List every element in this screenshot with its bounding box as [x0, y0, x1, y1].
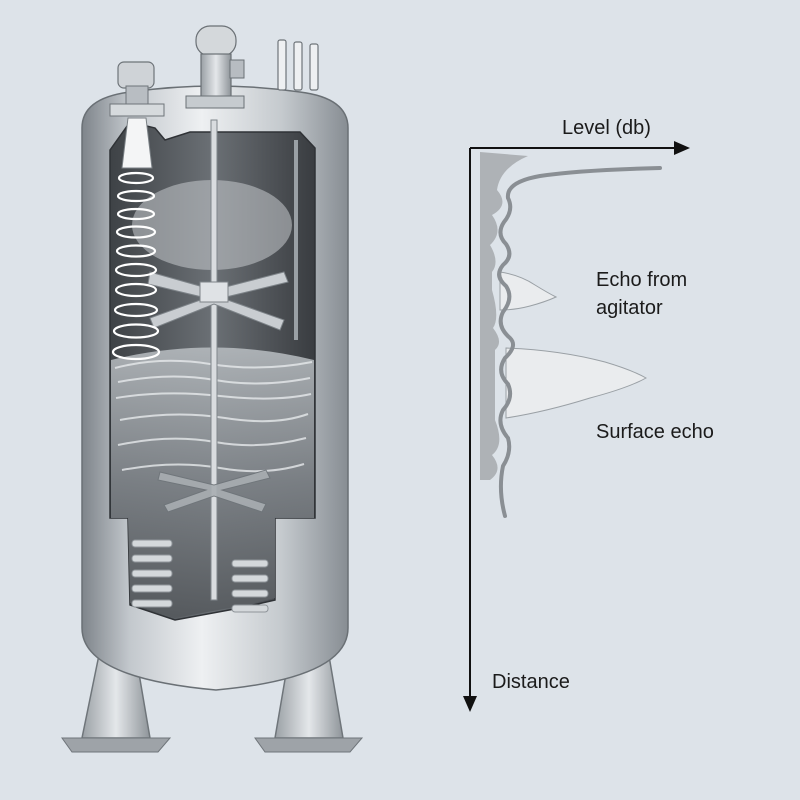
heating-coils [131, 539, 269, 613]
surface-echo-label: Surface echo [596, 421, 714, 443]
echo-noise-fill [480, 152, 528, 480]
agitator-motor-icon [185, 25, 245, 109]
radar-wave-rings [111, 171, 161, 361]
agitator-echo-label-line1: Echo from [596, 269, 688, 291]
agitator-echo-label-line2: agitator [596, 297, 663, 319]
liquid-surface-ripples [114, 359, 313, 473]
tank [61, 25, 364, 753]
agitator-echo-peak [499, 271, 558, 311]
distance-axis-arrow [463, 696, 477, 712]
radar-sensor-icon [109, 61, 165, 169]
distance-axis-label: Distance [492, 671, 570, 693]
level-axis-label: Level (db) [562, 117, 651, 139]
level-axis-arrow [674, 141, 690, 155]
echo-curve [497, 166, 662, 518]
agitator [147, 119, 289, 601]
tank-nozzles [277, 39, 319, 91]
agitator-lower-impeller [157, 469, 271, 513]
surface-echo-peak [505, 347, 648, 419]
echo-profile [463, 141, 690, 712]
